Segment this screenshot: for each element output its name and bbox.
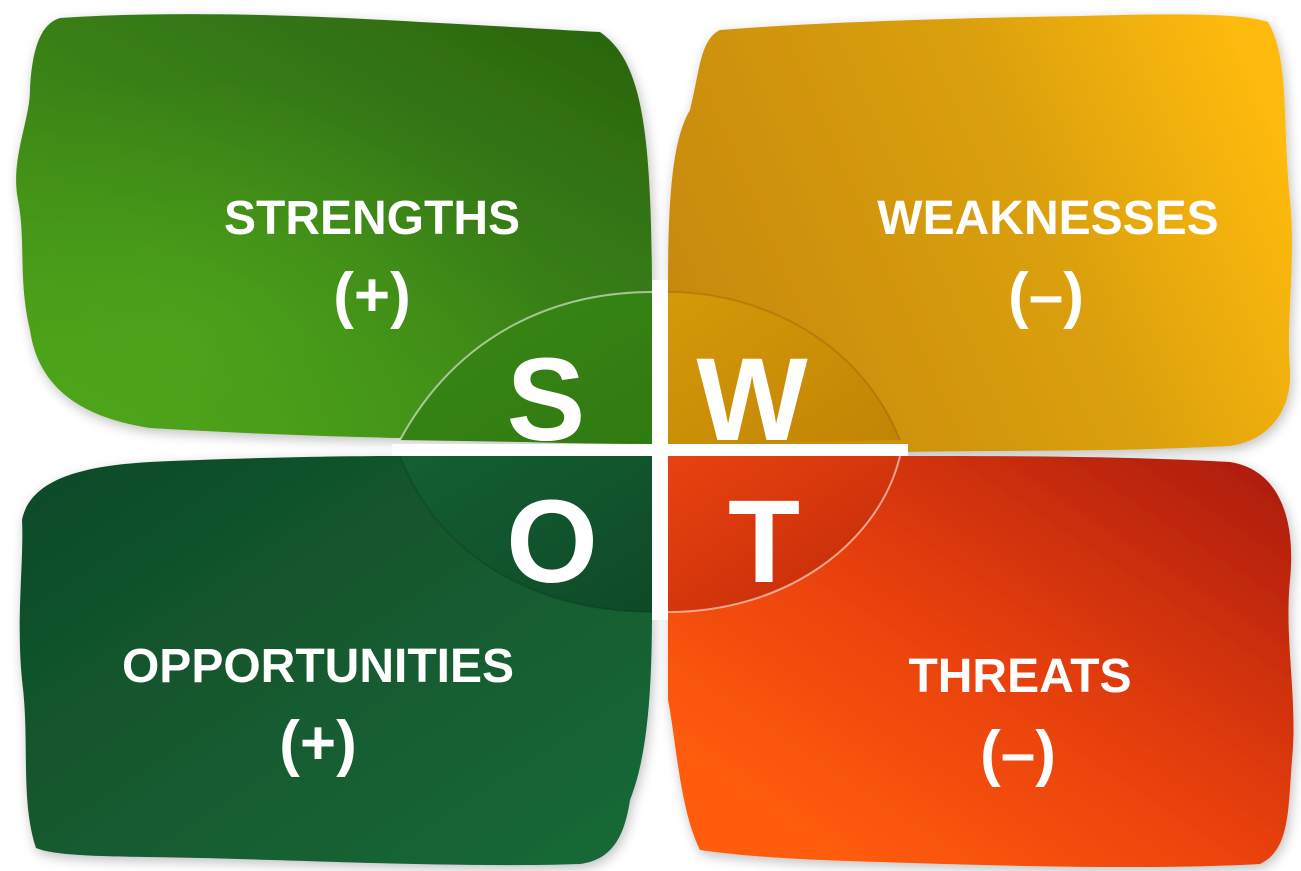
letter-t: T [728, 476, 800, 608]
opportunities-sign: (+) [279, 709, 357, 778]
weaknesses-title: WEAKNESSES [877, 192, 1218, 245]
strengths-title: STRENGTHS [224, 192, 520, 245]
strengths-sign: (+) [333, 261, 411, 330]
letter-o: O [506, 476, 598, 608]
quadrant-threats: THREATS (–) T [667, 455, 1294, 868]
quadrant-weaknesses: WEAKNESSES (–) W [667, 14, 1292, 466]
horizontal-gap [392, 444, 908, 456]
opportunities-lens [400, 456, 652, 612]
weaknesses-lens [668, 292, 900, 444]
quadrant-opportunities: OPPORTUNITIES (+) O [19, 455, 653, 866]
opportunities-title: OPPORTUNITIES [122, 640, 514, 693]
strengths-lens [400, 292, 652, 444]
threats-title: THREATS [908, 650, 1131, 703]
weaknesses-sign: (–) [1008, 261, 1084, 330]
threats-lens [668, 456, 900, 612]
threats-sign: (–) [980, 719, 1056, 788]
quadrant-strengths: STRENGTHS (+) S [16, 14, 653, 466]
